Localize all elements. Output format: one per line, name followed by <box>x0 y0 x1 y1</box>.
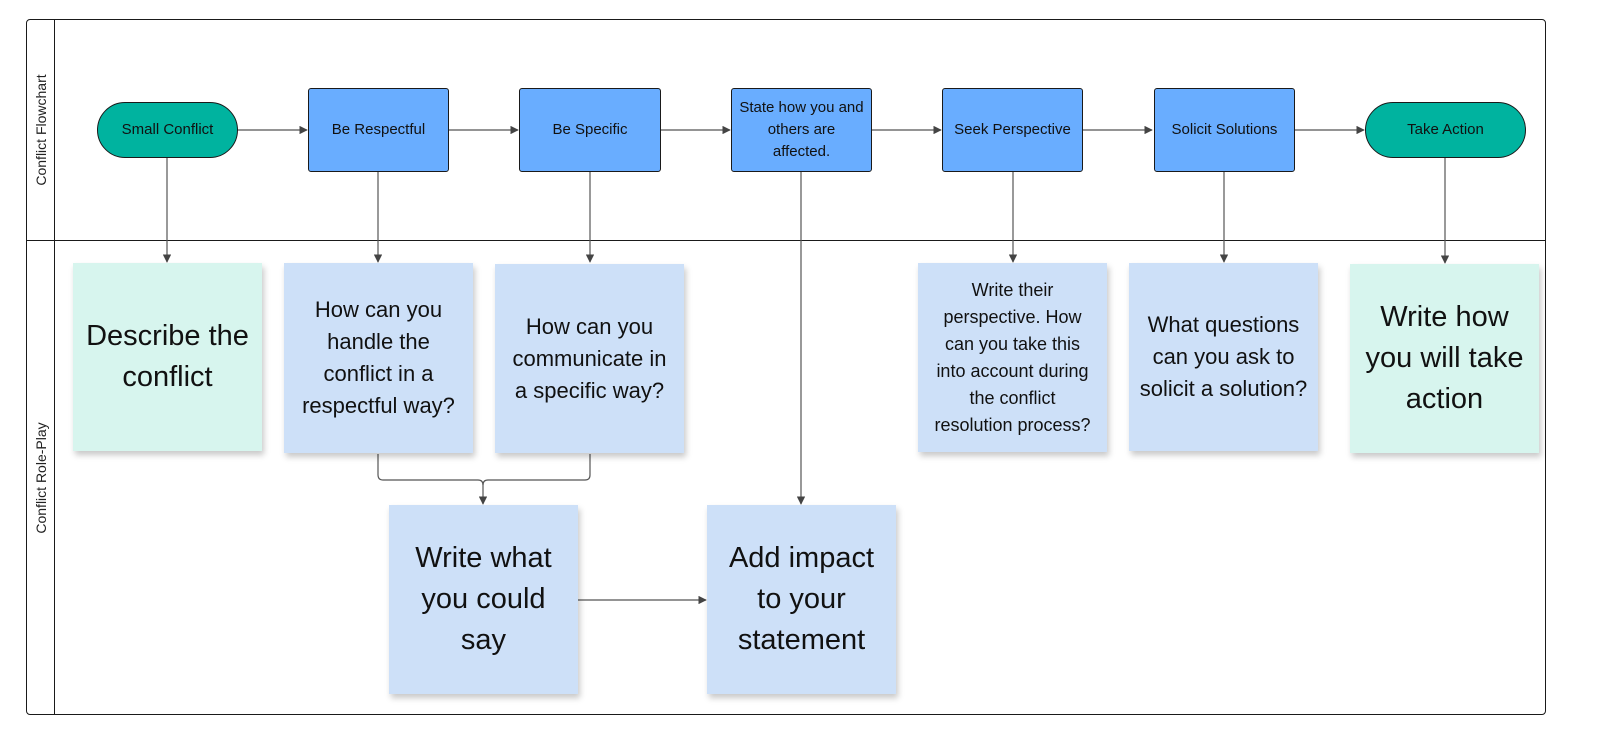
lane-header-column <box>26 19 55 715</box>
note-questions-solicit[interactable]: What questions can you ask to solicit a … <box>1129 263 1318 451</box>
note-describe-conflict[interactable]: Describe the conflict <box>73 263 262 451</box>
small-conflict-node[interactable]: Small Conflict <box>97 102 238 158</box>
note-add-impact[interactable]: Add impact to your statement <box>707 505 896 694</box>
lane-divider <box>26 240 1546 241</box>
note-write-what-say[interactable]: Write what you could say <box>389 505 578 694</box>
be-specific-node[interactable]: Be Specific <box>519 88 661 172</box>
solicit-solutions-node[interactable]: Solicit Solutions <box>1154 88 1295 172</box>
connector-merge-to-say <box>377 454 488 505</box>
note-write-action[interactable]: Write how you will take action <box>1350 264 1539 453</box>
seek-perspective-node[interactable]: Seek Perspective <box>942 88 1083 172</box>
be-respectful-node[interactable]: Be Respectful <box>308 88 449 172</box>
swimlane-frame <box>26 19 1546 715</box>
state-affected-node[interactable]: State how you and others are affected. <box>731 88 872 172</box>
note-communicate-specific[interactable]: How can you communicate in a specific wa… <box>495 264 684 453</box>
take-action-node[interactable]: Take Action <box>1365 102 1526 158</box>
note-write-perspective[interactable]: Write their perspective. How can you tak… <box>918 263 1107 452</box>
note-handle-respectful[interactable]: How can you handle the conflict in a res… <box>284 263 473 453</box>
